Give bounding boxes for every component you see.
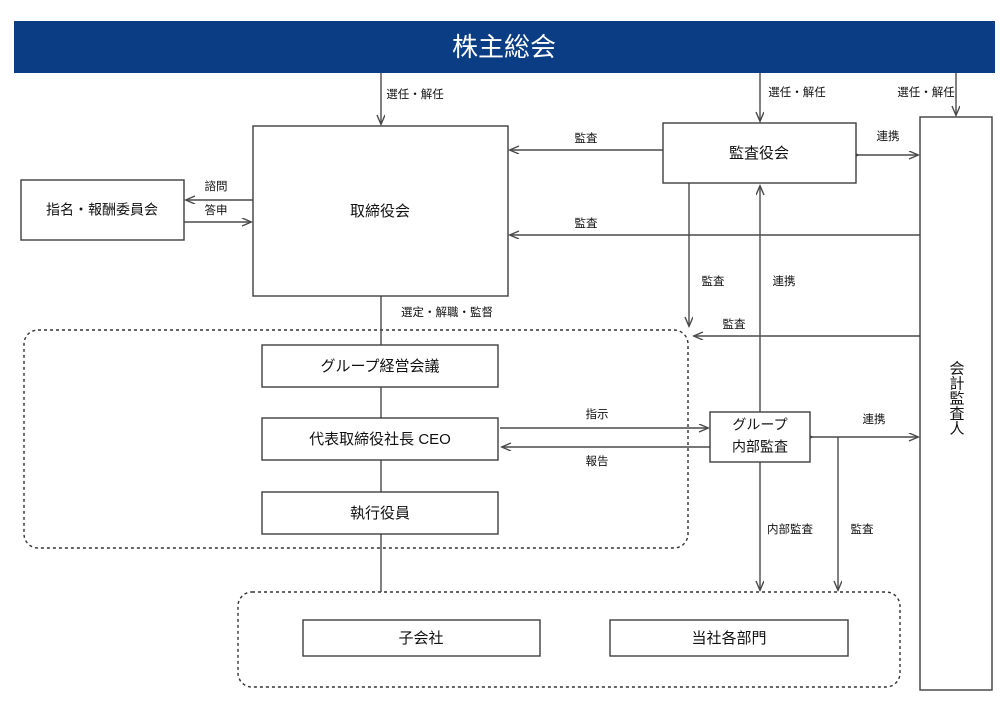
edge-label-appoint-dismiss-accounting: 選任・解任 [897,85,955,99]
banner-background [14,21,995,73]
edge-label-audit-down-left: 監査 [702,274,725,288]
execution-group-container [23,329,689,549]
edge-label-consult: 諮問 [205,179,228,193]
edge-label-appoint-dismiss-board: 選任・解任 [386,87,444,101]
node-ceo-box [261,417,499,461]
node-subsidiary-box [302,619,541,657]
node-committee-box [20,179,185,241]
edge-label-cooperation-top: 連携 [877,129,900,143]
edge-label-cooperation-audit-unit: 連携 [863,412,886,426]
node-divisions[interactable]: 当社各部門 [609,619,849,657]
node-accounting-auditor[interactable]: 会計監査人 [919,116,993,691]
edge-label-report: 報告 [586,455,609,468]
edge-label-audit-into-group: 監査 [723,317,746,331]
edge-label-select-dismiss-supervise: 選定・解職・監督 [401,305,493,319]
node-divisions-label: 当社各部門 [691,630,766,647]
edge-label-report-back: 答申 [205,203,228,217]
node-group-management-meeting-box [261,344,499,388]
edge-label-instruction: 指示 [586,407,609,421]
node-ceo[interactable]: 代表取締役社長 CEO [261,417,499,461]
edge-label-cooperation-mid: 連携 [773,274,796,288]
node-accounting-auditor-box [919,116,993,691]
node-executive-officers-label: 執行役員 [350,505,410,522]
node-subsidiary[interactable]: 子会社 [302,619,541,657]
node-group-internal-audit-label-line2: 内部監査 [732,439,788,455]
shareholders-meeting-banner: 株主総会 [14,21,995,73]
node-committee-label: 指名・報酬委員会 [46,202,158,218]
edge-label-appoint-dismiss-auditboard: 選任・解任 [768,85,826,99]
node-subsidiary-label: 子会社 [398,630,443,647]
node-audit-board-box [662,122,857,184]
node-ceo-label: 代表取締役社長 CEO [309,431,451,448]
node-group-management-meeting-label: グループ経営会議 [320,357,439,375]
node-board-of-directors[interactable]: 取締役会 [252,125,509,297]
node-board-of-directors-box [252,125,509,297]
node-audit-supervisory-board[interactable]: 監査役会 [662,122,857,184]
node-group-internal-audit[interactable]: グループ 内部監査 [709,411,811,463]
node-nomination-remuneration-committee[interactable]: 指名・報酬委員会 [20,179,185,241]
edge-label-audit-lower: 監査 [575,216,598,230]
node-executive-officers-box [261,491,499,535]
node-group-internal-audit-box [709,411,811,463]
operations-group-container [237,591,901,688]
node-audit-board-label: 監査役会 [729,145,789,162]
node-accounting-auditor-label: 会計監査人 [948,361,965,436]
edge-label-audit-down-right: 監査 [851,522,874,536]
node-executive-officers[interactable]: 執行役員 [261,491,499,535]
edge-label-internal-audit-down: 内部監査 [767,522,813,536]
node-board-of-directors-label: 取締役会 [350,203,410,220]
node-divisions-box [609,619,849,657]
banner-title: 株主総会 [452,32,556,62]
node-group-internal-audit-label-line1: グループ [732,417,787,433]
node-group-management-meeting[interactable]: グループ経営会議 [261,344,499,388]
edge-label-audit-upper: 監査 [575,131,598,145]
